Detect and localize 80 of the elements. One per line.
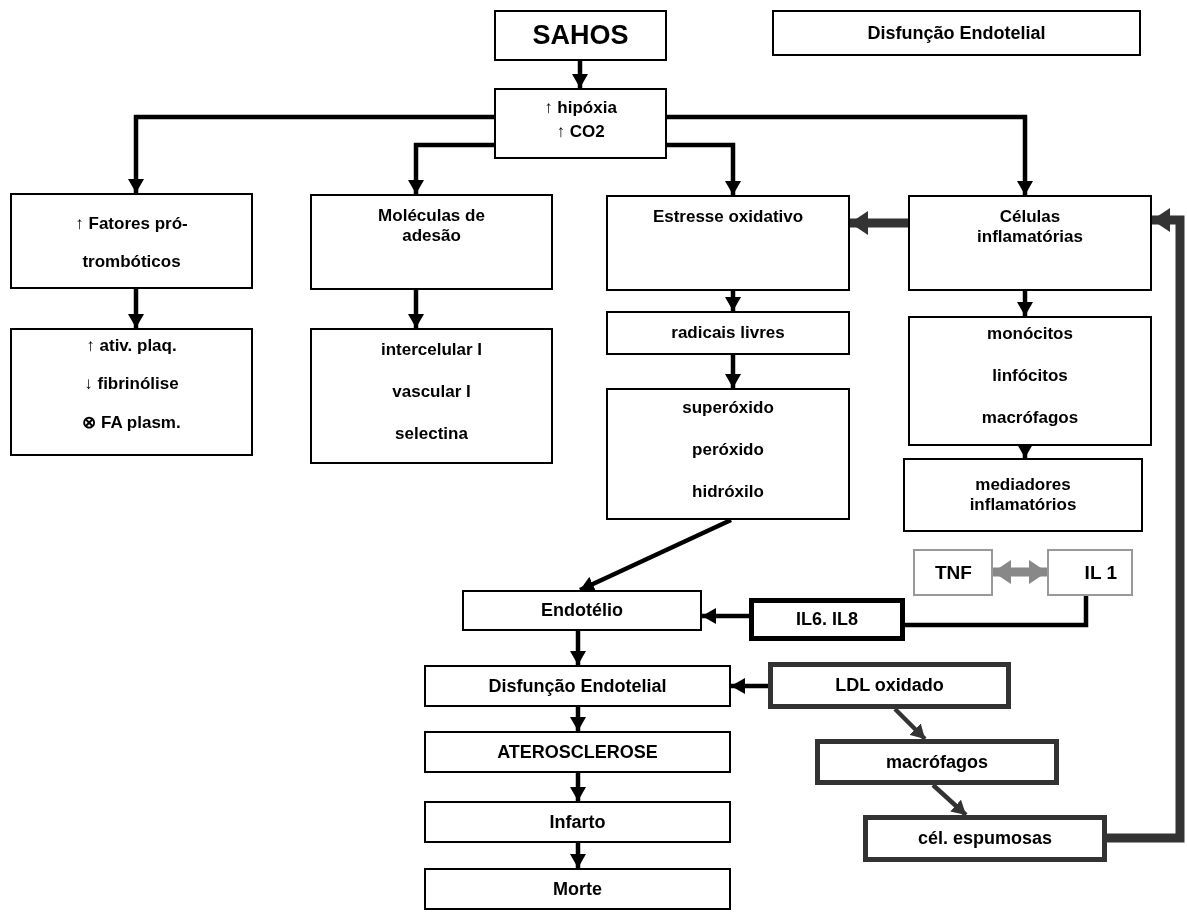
process-box	[494, 88, 667, 159]
box-label: Morte	[553, 878, 602, 900]
arrow	[667, 142, 741, 195]
box-label: hidróxilo	[692, 482, 764, 502]
process-box	[1047, 549, 1133, 596]
process-box	[310, 194, 553, 290]
box-label: Endotélio	[541, 600, 623, 621]
process-box	[424, 665, 731, 707]
box-label: SAHOS	[532, 20, 629, 51]
box-label: Disfunção Endotelial	[488, 675, 667, 697]
box-label: TNF	[935, 561, 972, 584]
arrow	[725, 291, 741, 311]
process-box	[606, 388, 850, 520]
arrow	[570, 631, 586, 665]
arrow	[408, 290, 424, 328]
box-label: macrófagos	[981, 408, 1079, 428]
process-box	[908, 195, 1152, 291]
box-label: radicais livres	[671, 323, 785, 343]
arrow	[570, 773, 586, 801]
connector-line	[905, 596, 1089, 628]
process-box	[772, 10, 1141, 56]
process-box	[10, 328, 253, 456]
process-box	[908, 316, 1152, 446]
process-box	[606, 311, 850, 355]
arrow	[570, 843, 586, 868]
arrow	[931, 783, 968, 817]
process-box	[494, 10, 667, 61]
arrow	[1107, 208, 1185, 843]
box-label: ↑ hipóxia	[544, 98, 617, 118]
process-box	[815, 739, 1059, 785]
box-label: monócitos	[987, 324, 1073, 344]
arrow	[850, 211, 908, 235]
process-box	[10, 193, 253, 289]
process-box	[462, 590, 702, 631]
box-label: selectina	[395, 424, 468, 444]
process-box	[863, 815, 1107, 862]
process-box	[424, 731, 731, 773]
box-label: superóxido	[682, 398, 774, 418]
arrow	[1017, 291, 1033, 316]
arrow	[702, 608, 749, 624]
arrow	[128, 289, 144, 328]
process-box	[749, 598, 905, 641]
process-box	[606, 195, 850, 291]
box-label: LDL oxidado	[835, 675, 944, 696]
arrow	[570, 707, 586, 731]
box-label: ↑ Fatores pró-trombóticos	[74, 213, 189, 274]
box-label: ATEROSCLEROSE	[497, 741, 658, 763]
box-label: Estresse oxidativo	[652, 207, 804, 227]
process-box	[768, 662, 1011, 709]
box-label: ↓ fibrinólise	[84, 374, 179, 394]
arrow	[893, 707, 927, 741]
arrow	[128, 114, 494, 193]
box-label: Infarto	[549, 811, 606, 833]
box-label: ↑ CO2	[556, 122, 605, 142]
arrow	[725, 355, 741, 388]
arrow	[993, 560, 1047, 584]
box-label: ⊗ FA plasm.	[82, 412, 181, 433]
box-label: cél. espumosas	[917, 828, 1053, 849]
process-box	[310, 328, 553, 464]
box-label: Moléculas de adesão	[377, 206, 486, 246]
box-label: ↑ ativ. plaq.	[86, 336, 177, 356]
box-label: IL 1	[1084, 561, 1117, 584]
box-label: mediadores inflamatórios	[968, 475, 1078, 515]
box-label: Células inflamatórias	[976, 207, 1084, 247]
box-label: intercelular I	[380, 340, 483, 360]
process-box	[903, 458, 1143, 532]
arrow	[731, 678, 768, 694]
box-label: IL6. IL8	[796, 609, 858, 630]
process-box	[424, 868, 731, 910]
arrow	[667, 114, 1033, 195]
process-box	[913, 549, 993, 596]
arrow	[1017, 444, 1033, 458]
box-label: vascular I	[392, 382, 471, 402]
arrow	[408, 142, 494, 194]
arrow	[572, 61, 588, 88]
box-label: linfócitos	[992, 366, 1068, 386]
box-label: macrófagos	[885, 751, 988, 773]
box-label: peróxido	[692, 440, 764, 460]
box-label: Disfunção Endotelial	[867, 22, 1046, 44]
process-box	[424, 801, 731, 843]
